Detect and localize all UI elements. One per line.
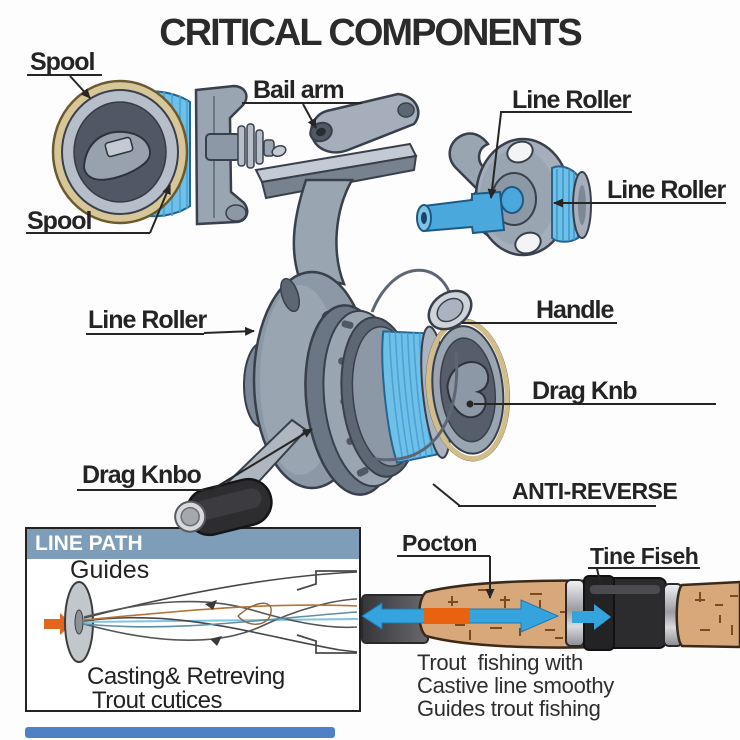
line-flow-arrow-small <box>572 604 611 630</box>
line-roller-assembly-illustration <box>416 132 592 257</box>
label-bail-arm: Bail arm <box>253 76 345 104</box>
label-tine-fiseh: Tine Fiseh <box>590 543 699 569</box>
reel-seat <box>583 577 667 649</box>
label-drag-knb: Drag Knb <box>532 377 637 405</box>
reel-body-illustration <box>174 142 511 537</box>
line-path-header: LINE PATH <box>27 529 359 559</box>
label-line-roller-left: Line Roller <box>88 306 207 334</box>
label-line-roller-right: Line Roller <box>607 176 726 204</box>
line-flow-arrow <box>361 599 560 633</box>
label-drag-knbo: Drag Knbo <box>82 461 202 489</box>
leader-lines <box>26 74 726 599</box>
cork-grip <box>418 579 639 649</box>
rod-caption-line1: Trout fishing with <box>417 650 583 675</box>
casting-caption-line1: Casting& Retreving <box>87 663 285 690</box>
label-line-roller-top-right: Line Roller <box>512 86 631 114</box>
label-handle: Handle <box>536 296 614 324</box>
rod-caption-line2: Castive line smoothy <box>417 673 614 698</box>
page-title: CRITICAL COMPONENTS <box>159 12 583 54</box>
footer-accent-bar <box>25 727 335 738</box>
label-anti-reverse: ANTI-REVERSE <box>512 478 678 504</box>
label-pocton: Pocton <box>402 530 477 556</box>
guides-label: Guides <box>70 556 150 584</box>
rod-handle-illustration <box>361 575 740 651</box>
label-spool-top: Spool <box>30 48 95 76</box>
rod-caption-line3: Guides trout fishing <box>417 696 601 721</box>
line-flow-arrow-orange-segment <box>424 608 470 624</box>
label-spool-bottom: Spool <box>27 207 92 235</box>
casting-caption-line2: Trout cutices <box>92 687 223 714</box>
